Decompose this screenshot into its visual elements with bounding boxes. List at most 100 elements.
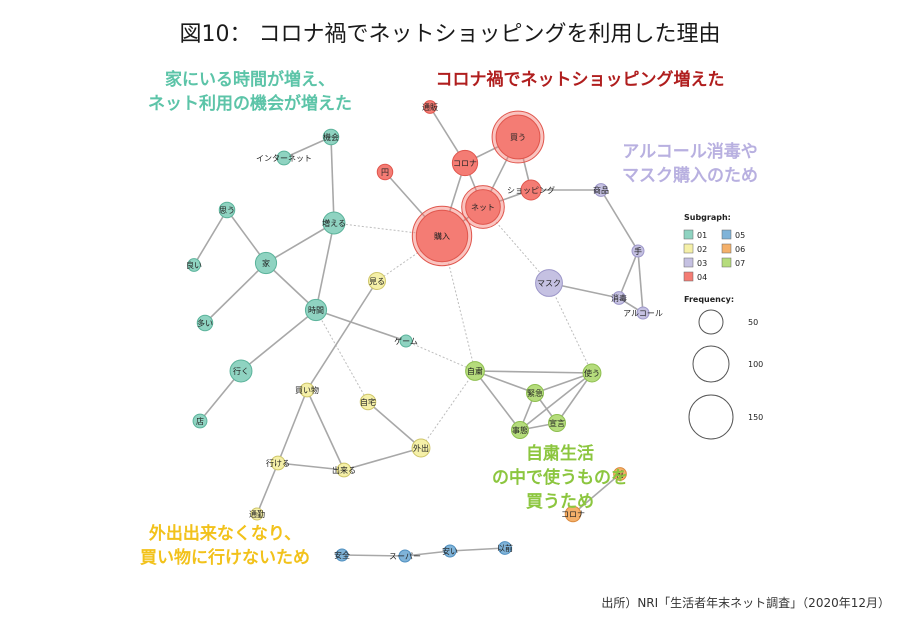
node-circle <box>192 413 208 429</box>
edge <box>283 136 332 159</box>
node-label: 買い物 <box>295 385 319 395</box>
edge <box>315 309 407 342</box>
node-label: 外出 <box>413 443 429 453</box>
node-label: 消毒 <box>611 293 627 303</box>
legend-swatch-03 <box>683 257 694 268</box>
node-circle <box>520 179 542 201</box>
node-yen: 円 <box>376 163 394 181</box>
edge <box>240 309 317 372</box>
legend-subgraph-title: Subgraph: <box>684 213 731 222</box>
node-label: 家 <box>262 258 270 268</box>
node-circle <box>631 244 645 258</box>
node-circle <box>187 258 201 272</box>
node-circle <box>270 455 286 471</box>
node-label: 増える <box>322 218 346 228</box>
node-circle <box>548 414 566 432</box>
node-label: 事態 <box>512 425 528 435</box>
node-label: 緊急 <box>527 388 543 398</box>
node-label: 見る <box>369 277 385 286</box>
node-label: 出来る <box>332 465 356 475</box>
node-alcohol: アルコール <box>623 306 663 320</box>
node-declare: 宣言 <box>548 414 566 432</box>
edge <box>519 372 593 431</box>
legend-label-05: 05 <box>735 231 745 240</box>
node-label: 自宅 <box>360 397 376 407</box>
annotation-outing-line2: 買い物に行けないため <box>140 548 310 568</box>
dotted-edge <box>405 340 476 372</box>
node-circle <box>415 209 469 263</box>
node-circle <box>399 334 413 348</box>
legend-swatch-04 <box>683 271 694 282</box>
node-circle <box>582 363 602 383</box>
edge <box>637 250 644 314</box>
node-circle <box>218 201 236 219</box>
node-shopping: ショッピング <box>507 179 555 201</box>
legend: Subgraph:01020304050607Frequency:5010015… <box>683 213 763 440</box>
node-good: 良い <box>186 258 202 272</box>
edge <box>534 372 593 394</box>
node-label: 商品 <box>593 185 609 195</box>
node-game: ゲーム <box>394 334 418 348</box>
node-label: 宣言 <box>549 418 565 428</box>
edge <box>315 222 335 311</box>
node-time: 時間 <box>304 298 328 322</box>
edge <box>556 372 593 424</box>
node-goout: 外出 <box>411 438 431 458</box>
legend-label-07: 07 <box>735 259 745 268</box>
node-circle <box>526 384 544 402</box>
node-circle <box>229 359 253 383</box>
annotation-outing: 外出出来なくなり、 買い物に行けないため <box>110 522 340 570</box>
node-label: 通勤 <box>249 509 265 519</box>
node-circle <box>368 272 386 290</box>
node-circle <box>423 100 437 114</box>
node-circle <box>276 150 292 166</box>
annotation-home-line1: 家にいる時間が増え、 <box>165 70 335 90</box>
node-label: 機会 <box>323 132 339 142</box>
node-cheap: 安い <box>442 544 458 558</box>
word-nodes: 買うコロナショッピングネット購入円通販商品手マスク消毒アルコール機会インターネッ… <box>186 100 663 563</box>
annotation-mask-line1: アルコール消毒や <box>622 142 758 162</box>
node-tsuhan: 通販 <box>422 100 438 114</box>
edge <box>256 462 279 515</box>
edge <box>618 250 639 299</box>
legend-label-06: 06 <box>735 245 745 254</box>
node-purchase: 購入 <box>411 205 473 267</box>
figure-title: 図10： コロナ禍でネットショッピングを利用した理由 <box>179 22 721 47</box>
node-store: 店 <box>192 413 208 429</box>
legend-label-04: 04 <box>697 273 707 282</box>
node-label: 安い <box>442 546 458 556</box>
legend-size-100 <box>692 345 730 383</box>
node-label: 時間 <box>308 306 324 315</box>
node-circle <box>498 541 512 555</box>
legend-swatch-06 <box>721 243 732 254</box>
node-circle <box>564 505 582 523</box>
annotation-corona: コロナ禍でネットショッピング増えた <box>410 68 750 92</box>
legend-size-label-50: 50 <box>748 318 758 327</box>
node-label: 前 <box>616 469 624 479</box>
node-circle <box>451 149 479 177</box>
node-mask: マスク <box>535 269 563 297</box>
edge <box>572 473 621 515</box>
node-chance: 機会 <box>322 128 340 146</box>
edge <box>265 222 335 264</box>
legend-frequency-title: Frequency: <box>684 295 734 304</box>
node-circle <box>336 462 352 478</box>
node-circle <box>535 269 563 297</box>
node-internet: インターネット <box>256 150 312 166</box>
edge <box>193 209 228 266</box>
node-circle <box>250 507 264 521</box>
node-before: 前 <box>613 467 627 481</box>
edge <box>277 389 308 464</box>
node-label: ショッピング <box>507 185 555 195</box>
legend-size-label-100: 100 <box>748 360 763 369</box>
node-circle <box>411 438 431 458</box>
node-see: 見る <box>368 272 386 290</box>
node-circle <box>495 114 541 160</box>
node-label: 自粛 <box>467 366 483 376</box>
node-label: 使う <box>584 368 600 378</box>
node-circle <box>594 183 608 197</box>
source-note: 出所）NRI「生活者年末ネット調査」（2020年12月） <box>601 596 890 610</box>
node-circle <box>322 128 340 146</box>
node-circle <box>335 548 349 562</box>
dotted-edge <box>315 309 369 403</box>
